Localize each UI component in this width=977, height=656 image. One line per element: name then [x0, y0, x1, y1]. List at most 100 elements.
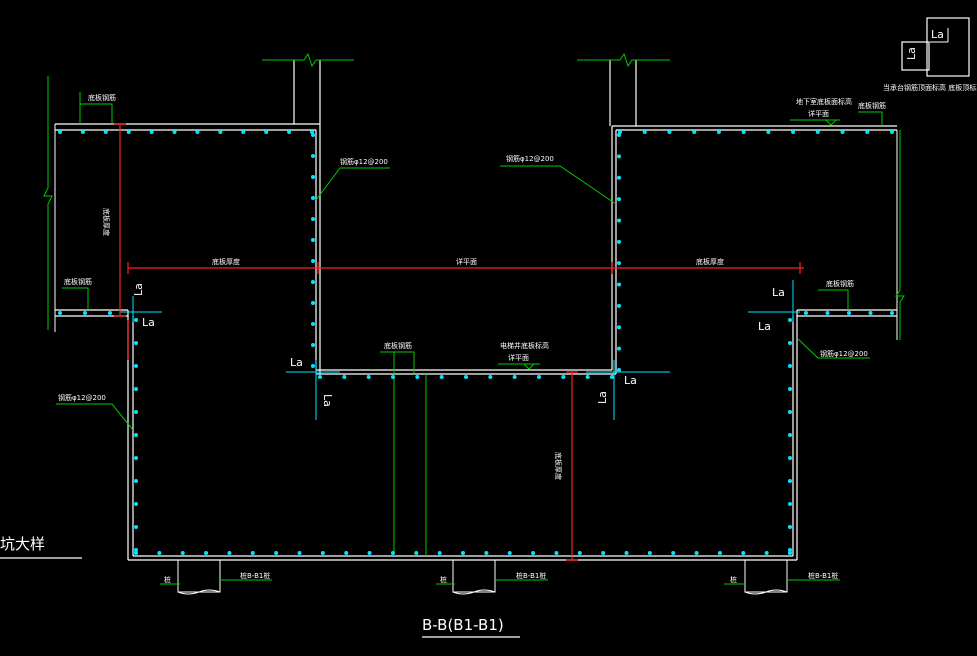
rebar-dot: [537, 375, 541, 379]
rebar-dot: [318, 375, 322, 379]
rebar-dot: [692, 130, 697, 134]
rebar-dot: [241, 130, 246, 134]
rebar-dot: [80, 130, 85, 134]
text-labels: B-B(B1-B1) 坑大样 当承台钢筋顶面标高 底板顶标高规定 La La 底…: [0, 28, 977, 634]
rebar-dot: [311, 238, 315, 242]
rebar-dot: [766, 130, 771, 134]
rebar-dot: [788, 456, 792, 460]
rebar-dot: [788, 318, 792, 322]
rebar-dot: [134, 364, 138, 368]
rebar-dot: [264, 130, 269, 134]
rebar-dot: [83, 311, 87, 315]
structure-outline: [0, 17, 970, 638]
rebar-dot: [461, 551, 465, 555]
dim-label-right: 底板厚度: [696, 257, 724, 266]
rebar-dot: [788, 433, 792, 437]
rebar-dot: [195, 130, 200, 134]
rebar-dot: [788, 548, 792, 552]
rebar-dot: [58, 130, 62, 134]
rebar-dot: [764, 551, 769, 555]
rebar-dot: [134, 479, 138, 483]
rebar-dot: [344, 551, 349, 555]
rebar-dot: [218, 130, 223, 134]
rebar-dot: [366, 375, 371, 379]
rebar-label-center-wall: 钢筋φ12@200: [506, 154, 554, 163]
rebar-dot: [694, 551, 699, 555]
rebar-dot: [788, 341, 792, 345]
rebar-dot: [367, 551, 372, 555]
la-label-7: La: [624, 374, 637, 387]
side-title: 坑大样: [0, 535, 45, 553]
rebar-dot: [617, 239, 621, 244]
rebar-dot: [311, 280, 315, 284]
rebar-dot: [890, 130, 894, 134]
rebar-dot: [134, 387, 138, 391]
la-label-2: La: [142, 316, 155, 329]
rebar-dot: [227, 551, 232, 555]
rebar-dot: [617, 218, 621, 223]
pile-1: [177, 559, 221, 595]
rebar-dot: [320, 551, 325, 555]
rebar-dot: [134, 551, 138, 555]
rebar-dot: [311, 364, 315, 368]
rebar-dot: [667, 130, 672, 134]
rebar-dot: [865, 130, 870, 134]
la-label-4: La: [758, 320, 771, 333]
rebar-label-left-wall: 钢筋φ12@200: [340, 157, 388, 166]
rebar-dot: [601, 551, 606, 555]
rebar-dot: [617, 303, 621, 308]
rebar-dot: [108, 311, 112, 315]
rebar-dot: [274, 551, 279, 555]
rebar-dot: [342, 375, 347, 379]
top-note-2: 详平面: [808, 109, 829, 118]
la-label-3: La: [772, 286, 785, 299]
bottom-note-1: 电梯井底板标高: [500, 341, 549, 350]
rebar-dot: [554, 551, 559, 555]
rebar-dot: [507, 551, 512, 555]
rebar-dot: [624, 551, 629, 555]
dim-label-vertical-left: 底板厚度: [102, 208, 111, 236]
rebar-dot: [311, 259, 315, 263]
rebar-label-right-wall: 钢筋φ12@200: [820, 349, 868, 358]
leader-lines: [43, 28, 949, 585]
dimension-lines: [114, 123, 804, 561]
rebar-dot: [250, 551, 255, 555]
pile-tag-1: 桩B-B1桩: [240, 571, 270, 580]
rebar-dot: [134, 318, 138, 322]
rebar-dot: [577, 551, 582, 555]
rebar-dot: [311, 154, 315, 158]
rebar-dot: [311, 217, 315, 221]
pile-3: [744, 559, 788, 595]
pile-tag-3: 桩B-B1桩: [808, 571, 838, 580]
rebar-dot: [311, 175, 315, 179]
rebar-dot: [464, 375, 468, 379]
rebar-dot: [716, 130, 721, 134]
rebar-dot: [297, 551, 302, 555]
rebar-dot: [617, 346, 621, 351]
bottom-note-2: 详平面: [508, 353, 529, 362]
rebar-label-outer-left: 钢筋φ12@200: [58, 393, 106, 402]
floor-rebar-label-center: 底板钢筋: [384, 341, 412, 350]
pile-cap-label-3: 桩: [730, 575, 737, 584]
la-label-1: La: [132, 283, 145, 296]
floor-rebar-label-mr: 底板钢筋: [826, 279, 854, 288]
rebar-dot: [788, 502, 792, 506]
rebar-dot: [391, 375, 395, 379]
rebar-dot: [617, 154, 621, 159]
rebar-dot: [126, 130, 131, 134]
rebar-dot: [825, 311, 830, 315]
rebar-dot: [804, 311, 808, 315]
rebar-dot: [868, 311, 873, 315]
floor-rebar-label-tr: 底板钢筋: [858, 101, 886, 110]
dim-label-vertical-center: 底板厚度: [554, 452, 563, 480]
rebar-dot: [788, 410, 792, 414]
rebar-dot: [311, 133, 315, 137]
rebar-dot: [134, 502, 138, 506]
rebar-dot: [149, 130, 154, 134]
pile-2: [452, 559, 496, 595]
rebar-dot: [788, 479, 792, 483]
rebar-dot: [815, 130, 820, 134]
rebar-dot: [134, 525, 138, 529]
rebar-dots: [58, 130, 894, 555]
rebar-dot: [311, 196, 315, 200]
